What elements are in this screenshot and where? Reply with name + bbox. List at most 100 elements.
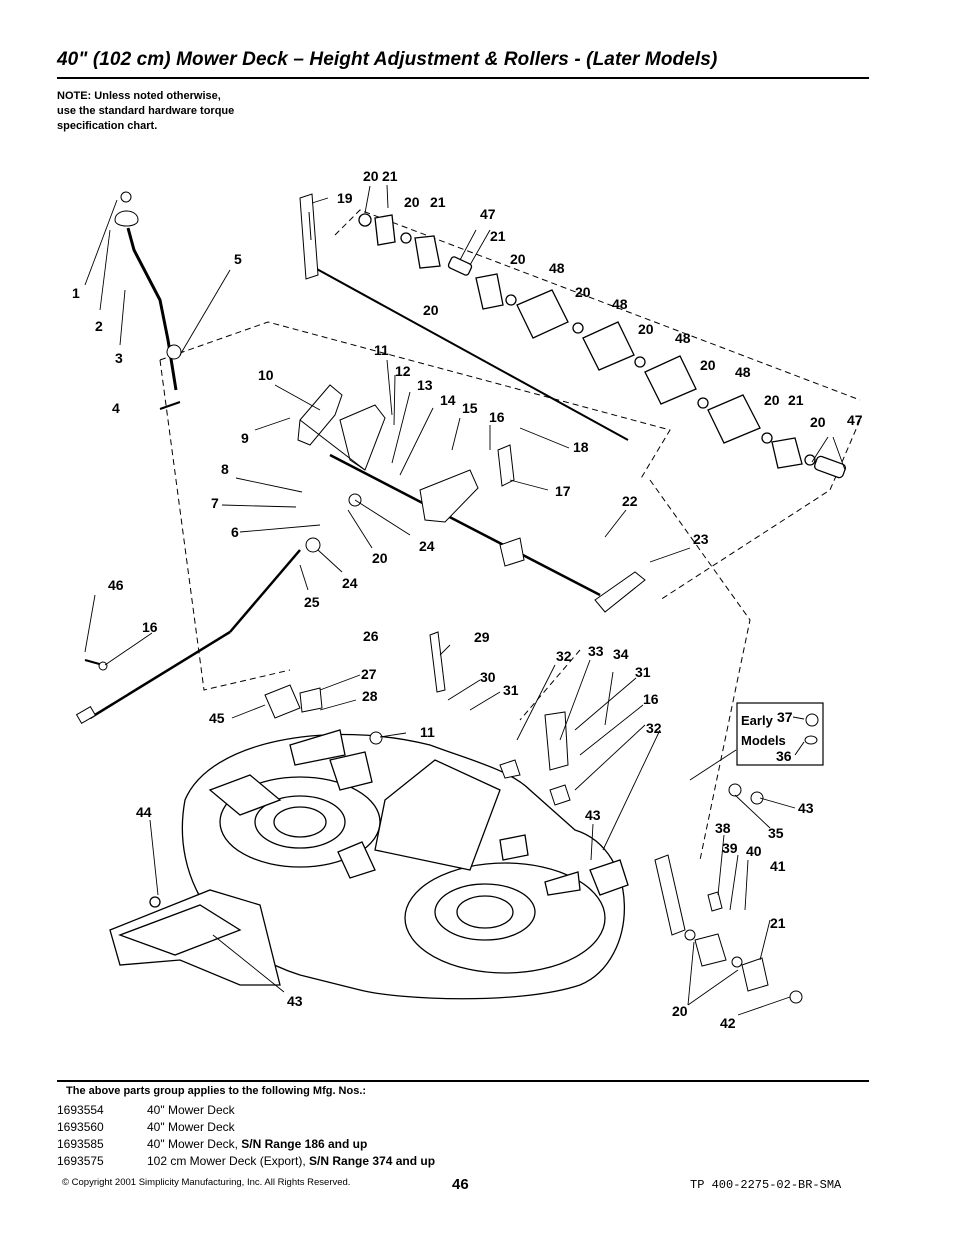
torque-note: NOTE: Unless noted otherwise, use the st… [57, 90, 235, 132]
callout: 21 [490, 228, 506, 244]
mfg-number: 1693575 [57, 1154, 104, 1168]
callout: 34 [613, 646, 629, 662]
mfg-description: 102 cm Mower Deck (Export), [147, 1154, 310, 1168]
callout: 11 [420, 724, 435, 740]
mfg-description: 40" Mower Deck, [147, 1137, 242, 1151]
callout: 48 [549, 260, 565, 276]
callout: 39 [722, 840, 738, 856]
callout: 10 [258, 367, 274, 383]
callout: 20 [363, 168, 379, 184]
callout: 32 [646, 720, 662, 736]
callout: 37 [777, 709, 793, 725]
callout: 35 [768, 825, 784, 841]
callout: 19 [337, 190, 353, 206]
callout: 33 [588, 643, 604, 659]
callout: 9 [241, 430, 249, 446]
callout: 48 [612, 296, 628, 312]
adjustment-rod [75, 549, 301, 725]
callout: 16 [643, 691, 659, 707]
callout: 20 [700, 357, 716, 373]
mfg-row: 1693560 40" Mower Deck [57, 1120, 235, 1134]
callout: 43 [585, 807, 601, 823]
callout: 21 [770, 915, 786, 931]
callout: 18 [573, 439, 589, 455]
callout: 7 [211, 495, 219, 511]
callout: 6 [231, 524, 239, 540]
callout: 14 [440, 392, 456, 408]
roller-bracket [264, 493, 803, 1004]
callout: 11 [374, 342, 389, 358]
callout: 20 [510, 251, 526, 267]
callout: 12 [395, 363, 411, 379]
roller-row [358, 213, 847, 479]
assembly-outline [159, 209, 861, 861]
mfg-row: 1693575 102 cm Mower Deck (Export), S/N R… [57, 1154, 435, 1168]
callout: 17 [555, 483, 571, 499]
callout: 16 [142, 619, 158, 635]
mfg-serial-range: S/N Range 186 and up [241, 1137, 368, 1151]
adjustment-linkage [297, 384, 646, 613]
callout: 20 [404, 194, 420, 210]
mower-deck [109, 729, 629, 1000]
callout: 8 [221, 461, 229, 477]
mfg-number: 1693554 [57, 1103, 104, 1117]
callout: 20 [672, 1003, 688, 1019]
callout: 27 [361, 666, 377, 682]
copyright: © Copyright 2001 Simplicity Manufacturin… [62, 1177, 351, 1188]
callout: 48 [735, 364, 751, 380]
callout: 1 [72, 285, 80, 301]
callout: 44 [136, 804, 152, 820]
callout: 29 [474, 629, 490, 645]
callout-labels: 1 2 3 4 5 6 7 8 9 10 11 12 13 14 15 16 1… [72, 168, 863, 1031]
callout: 26 [363, 628, 379, 644]
callout: 22 [622, 493, 638, 509]
callout: 43 [287, 993, 303, 1009]
callout: 40 [746, 843, 762, 859]
callout: 20 [423, 302, 439, 318]
callout: 46 [108, 577, 124, 593]
leader-lines [84, 184, 846, 1016]
callout: 20 [638, 321, 654, 337]
callout: 21 [382, 168, 398, 184]
callout: 4 [112, 400, 120, 416]
callout: 31 [503, 682, 519, 698]
callout: 21 [788, 392, 804, 408]
mfg-description: 40" Mower Deck [147, 1120, 235, 1134]
mfg-serial-range: S/N Range 374 and up [309, 1154, 436, 1168]
callout: 5 [234, 251, 242, 267]
callout: 32 [556, 648, 572, 664]
title-rule [57, 77, 869, 79]
page-number: 46 [452, 1176, 469, 1193]
callout: 31 [635, 664, 651, 680]
callout: 45 [209, 710, 225, 726]
callout: 43 [798, 800, 814, 816]
callout: 15 [462, 400, 478, 416]
callout: 30 [480, 669, 496, 685]
mfg-number: 1693560 [57, 1120, 104, 1134]
callout: 16 [489, 409, 505, 425]
footer-rule [57, 1080, 869, 1082]
callout: 47 [847, 412, 863, 428]
document-id: TP 400-2275-02-BR-SMA [690, 1178, 842, 1192]
callout: 20 [372, 550, 388, 566]
callout: 3 [115, 350, 123, 366]
callout: 48 [675, 330, 691, 346]
callout: 47 [480, 206, 496, 222]
callout: 13 [417, 377, 433, 393]
callout: 25 [304, 594, 320, 610]
callout: 20 [575, 284, 591, 300]
callout: 23 [693, 531, 709, 547]
callout: 24 [419, 538, 435, 554]
callout: 24 [342, 575, 358, 591]
callout: 20 [764, 392, 780, 408]
applies-heading: The above parts group applies to the fol… [66, 1085, 367, 1097]
callout: 42 [720, 1015, 736, 1031]
callout: 38 [715, 820, 731, 836]
callout: 28 [362, 688, 378, 704]
roller-shaft [299, 193, 629, 441]
